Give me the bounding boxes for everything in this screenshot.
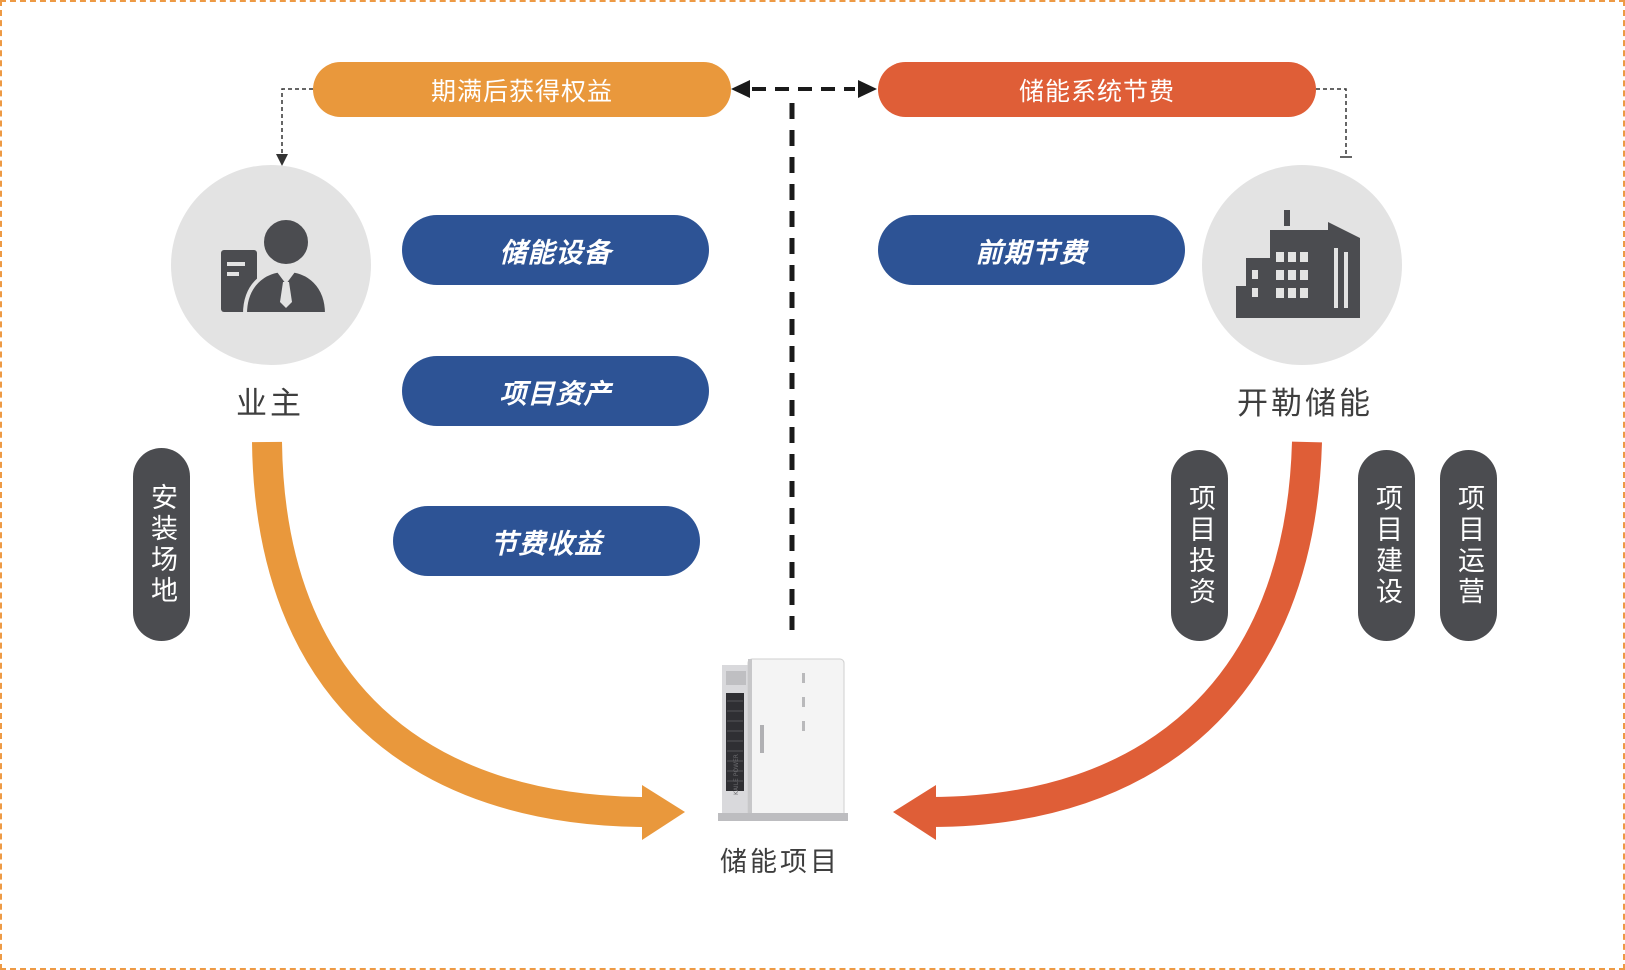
vertical-pill-install-site: 安装场地 (133, 448, 190, 641)
project-label: 储能项目 (720, 847, 840, 878)
energy-storage-cabinet-icon: KAILE POWER (718, 658, 848, 821)
rights-after-term-pill: 期满后获得权益 (313, 62, 731, 117)
orange-curve-arrow (252, 441, 649, 827)
right-arrowhead (858, 80, 877, 98)
right-dotted-connector (1316, 88, 1347, 156)
red-arrowhead (893, 785, 936, 840)
orange-arrowhead (642, 785, 685, 840)
red-curve-arrow (929, 441, 1322, 827)
service-pill-early-savings: 前期节费 (878, 215, 1185, 285)
energy-saving-pill: 储能系统节费 (878, 62, 1316, 117)
cabinet-brand-text: KAILE POWER (733, 754, 740, 795)
vertical-pill-construction: 项目建设 (1358, 450, 1415, 641)
left-arrowhead (731, 80, 750, 98)
owner-circle (171, 165, 371, 365)
business-person-icon (221, 216, 330, 316)
owner-label: 业主 (236, 386, 304, 422)
kaile-label: 开勒储能 (1237, 386, 1373, 422)
vertical-pill-operation: 项目运营 (1440, 450, 1497, 641)
service-pill-assets: 项目资产 (402, 356, 709, 426)
kaile-circle (1202, 165, 1402, 365)
service-pill-savings-income: 节费收益 (393, 506, 700, 576)
factory-icon (1236, 209, 1360, 318)
vertical-pill-investment: 项目投资 (1171, 450, 1228, 641)
service-pill-equipment: 储能设备 (402, 215, 709, 285)
left-dotted-connector (276, 88, 313, 166)
